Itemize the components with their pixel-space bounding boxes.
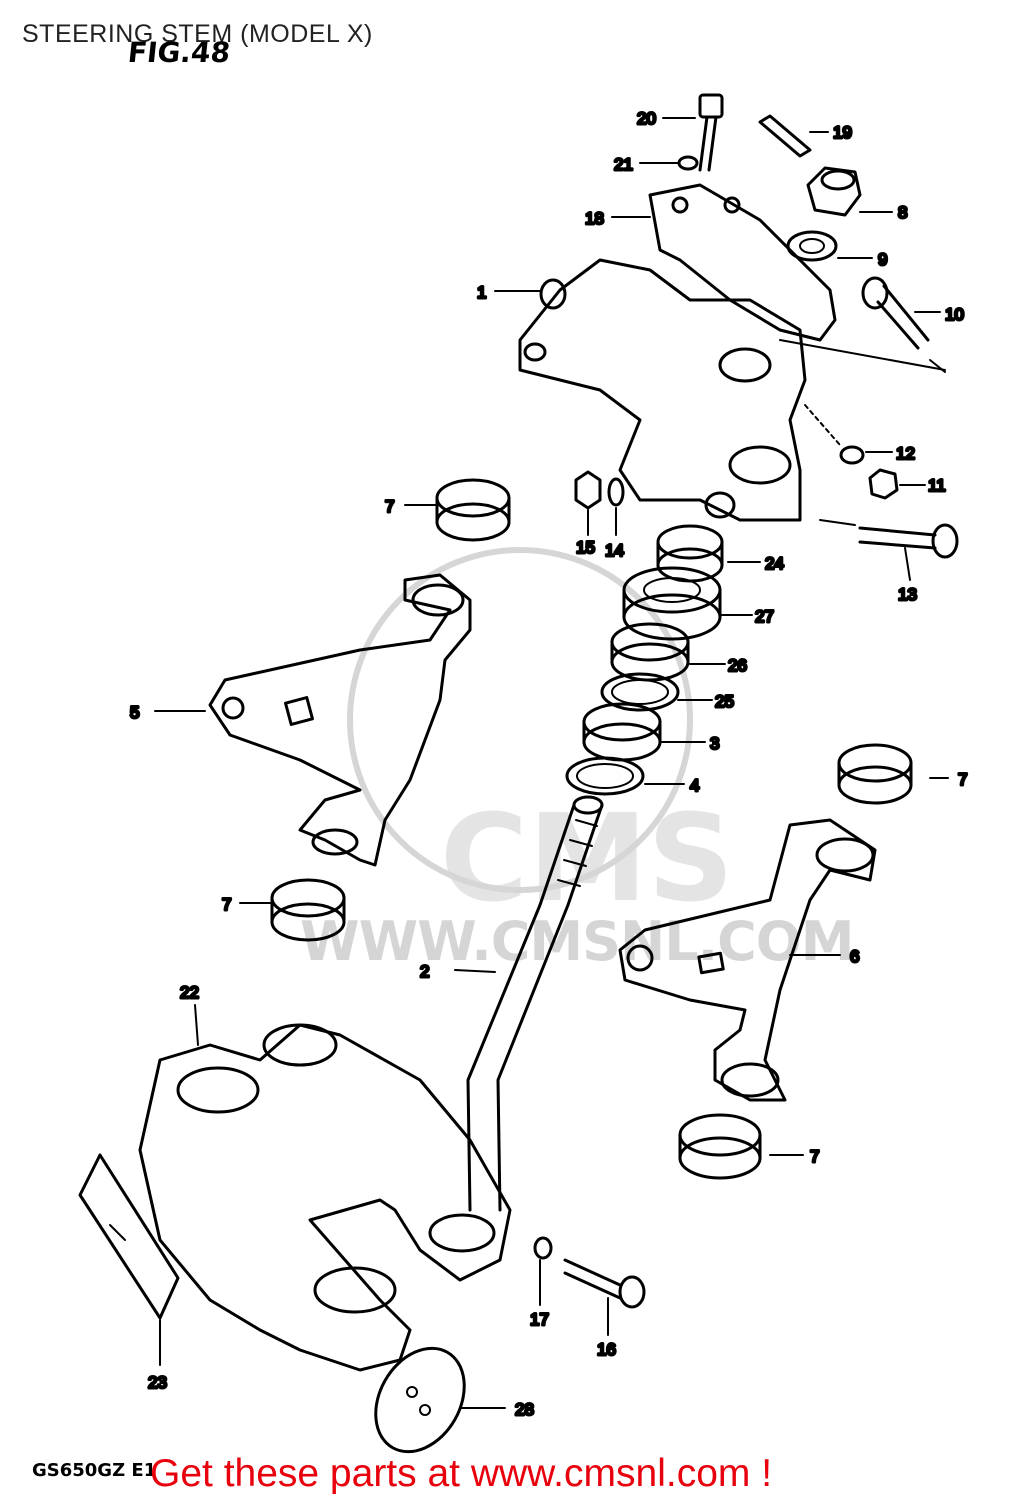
part-24-bearing (656, 524, 724, 583)
callout-13: 13 (898, 585, 917, 604)
callout-7: 7 (810, 1147, 819, 1166)
part-7-grommet (270, 878, 346, 942)
callout-1: 1 (477, 283, 486, 302)
callout-labels: 20 21 19 8 9 10 18 1 12 11 13 15 14 7 24… (129, 108, 969, 1421)
part-20-bolt (698, 93, 724, 172)
callout-3: 3 (710, 734, 719, 753)
part-14-washer (607, 477, 625, 507)
callout-19: 19 (833, 123, 852, 142)
callout-17: 17 (530, 1310, 549, 1329)
callout-7: 7 (385, 497, 394, 516)
part-27-seal (622, 566, 722, 641)
part-15-nut (574, 470, 602, 510)
part-3-bearing (582, 702, 662, 762)
part-6-headlight-bracket (618, 818, 877, 1102)
part-2-steering-stem (466, 795, 604, 1212)
callout-12: 12 (896, 444, 915, 463)
part-8-nut (806, 166, 862, 217)
model-code: GS650GZ E1 (32, 1460, 157, 1481)
callout-28: 28 (515, 1400, 534, 1419)
part-22-lower-bracket (138, 1023, 512, 1372)
callout-11: 11 (928, 476, 946, 495)
callout-26: 26 (728, 656, 747, 675)
part-7-grommet (837, 743, 913, 805)
leader-lines (154, 117, 949, 1409)
callout-20: 20 (637, 109, 656, 128)
callout-5: 5 (130, 703, 139, 722)
part-11-nut (868, 468, 899, 500)
callout-22: 22 (180, 983, 199, 1002)
callout-4: 4 (690, 776, 699, 795)
watermark-url: WWW.CMSNL.COM (300, 910, 854, 973)
part-1-upper-bracket (518, 258, 807, 522)
callout-21: 21 (614, 155, 633, 174)
callout-6: 6 (850, 947, 859, 966)
callout-27: 27 (755, 607, 774, 626)
part-18-cover (648, 183, 837, 342)
part-7-grommet (678, 1113, 762, 1180)
part-21-washer (677, 155, 699, 171)
callout-7: 7 (222, 895, 231, 914)
callout-15: 15 (576, 538, 595, 557)
promo-link[interactable]: Get these parts at www.cmsnl.com ! (150, 1452, 773, 1495)
callout-23: 23 (148, 1373, 167, 1392)
callout-2: 2 (420, 962, 429, 981)
callout-18: 18 (585, 209, 604, 228)
callout-7: 7 (958, 770, 967, 789)
part-13-bolt (858, 523, 959, 559)
callout-16: 16 (597, 1340, 616, 1359)
part-17-washer (533, 1236, 553, 1260)
part-10-bolt (861, 276, 930, 350)
part-16-bolt (563, 1258, 646, 1309)
part-23-emblem (78, 1153, 180, 1320)
callout-24: 24 (765, 554, 784, 573)
part-12-washer (839, 445, 865, 465)
part-7-grommet (435, 478, 511, 542)
page-title: STEERING STEM (MODEL X) (22, 20, 373, 48)
callout-8: 8 (898, 203, 907, 222)
part-4-washer (565, 756, 645, 796)
part-19-plate (758, 114, 812, 158)
part-28-cap (374, 1346, 466, 1454)
callout-25: 25 (715, 692, 734, 711)
callout-14: 14 (605, 541, 624, 560)
callout-9: 9 (878, 250, 887, 269)
part-5-headlight-bracket (208, 573, 472, 867)
callout-10: 10 (945, 305, 964, 324)
part-25-ring (600, 672, 680, 712)
watermark-ring (347, 547, 693, 893)
